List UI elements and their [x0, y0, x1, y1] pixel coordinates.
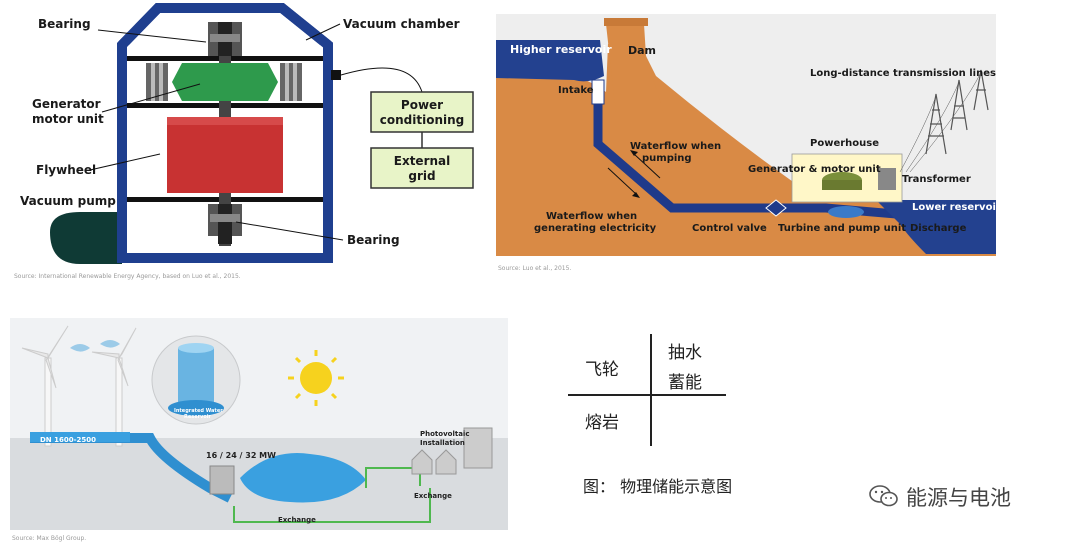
label-mw: 16 / 24 / 32 MW: [206, 451, 276, 460]
label-pumping-2: pumping: [642, 153, 692, 164]
label-generator-1: Generator: [32, 97, 101, 111]
label-bearing-top: Bearing: [38, 17, 91, 31]
flywheel-diagram: Power conditioning External grid Bearing…: [14, 3, 474, 280]
label-pumping-1: Waterflow when: [630, 141, 721, 152]
turbine: [828, 206, 864, 218]
control-valve: [765, 199, 787, 217]
label-control-valve: Control valve: [692, 223, 767, 234]
pumped-hydro-diagram: Higher reservoir Dam Intake Waterflow wh…: [496, 14, 996, 272]
gravity-source: Source: Max Bögl Group.: [12, 535, 86, 542]
label-generating-2: generating electricity: [534, 223, 657, 234]
hydro-source: Source: Luo et al., 2015.: [498, 265, 571, 272]
cell-lava: 熔岩: [585, 413, 619, 433]
flywheel-source: Source: International Renewable Energy A…: [14, 273, 241, 280]
stator-left: [146, 63, 168, 101]
label-exchange-bottom: Exchange: [278, 516, 316, 524]
wind-turbines: [21, 325, 137, 447]
label-dam: Dam: [628, 44, 656, 57]
cell-pumped-2: 蓄能: [668, 373, 702, 393]
power-label-2: conditioning: [380, 113, 465, 127]
label-bearing-bottom: Bearing: [347, 233, 400, 247]
label-higher-reservoir: Higher reservoir: [510, 43, 612, 56]
transmission-towers: [899, 69, 989, 173]
lake: [240, 453, 366, 503]
label-discharge: Discharge: [910, 223, 967, 234]
grid-label-1: External: [394, 154, 450, 168]
cell-flywheel: 飞轮: [585, 360, 619, 380]
label-transformer: Transformer: [902, 174, 971, 185]
dam: [606, 18, 664, 114]
power-conditioning-box: [370, 91, 474, 133]
lower-reservoir: [876, 200, 996, 254]
label-generator-2: motor unit: [32, 112, 104, 126]
pv-houses: [411, 427, 493, 475]
sun-icon: [288, 350, 344, 406]
external-grid-box: [370, 147, 474, 189]
pump-station: [209, 465, 235, 495]
label-exchange-right: Exchange: [414, 492, 452, 500]
table-vline: [650, 334, 652, 446]
label-flywheel: Flywheel: [36, 163, 96, 177]
label-generator-motor: Generator & motor unit: [748, 164, 881, 175]
label-integrated-1: Integrated Water: [174, 408, 223, 414]
label-vacuum-pump: Vacuum pump: [20, 194, 116, 208]
label-integrated-2: Reservoir: [184, 414, 211, 420]
label-intake: Intake: [558, 85, 594, 96]
label-powerhouse: Powerhouse: [810, 138, 879, 149]
cell-pumped-1: 抽水: [668, 343, 702, 363]
grid-label-2: grid: [408, 169, 435, 183]
higher-reservoir: [496, 40, 604, 82]
label-pv-2: Installation: [420, 439, 465, 447]
label-transmission: Long-distance transmission lines: [810, 68, 996, 79]
label-dn: DN 1600-2500: [40, 436, 96, 444]
vacuum-pump: [50, 212, 122, 264]
table-hline: [568, 394, 726, 396]
generator-rotor: [172, 63, 278, 101]
label-turbine: Turbine and pump unit: [778, 223, 906, 234]
label-vacuum-chamber: Vacuum chamber: [343, 17, 460, 31]
label-generating-1: Waterflow when: [546, 211, 637, 222]
classification-table: [568, 334, 726, 446]
stator-right: [280, 63, 302, 101]
watermark-text: 能源与电池: [906, 486, 1011, 510]
figure-caption: 图： 物理储能示意图: [583, 477, 733, 496]
label-pv-1: Photovoltaic: [420, 430, 469, 438]
power-label-1: Power: [401, 98, 443, 112]
wechat-icon: [869, 485, 898, 507]
transformer: [878, 168, 896, 190]
gravity-storage-diagram: Integrated Water Reservoir DN 1600-2500 …: [10, 318, 508, 542]
label-lower-reservoir: Lower reservoir: [912, 202, 996, 213]
flywheel-rotor: [167, 117, 283, 193]
